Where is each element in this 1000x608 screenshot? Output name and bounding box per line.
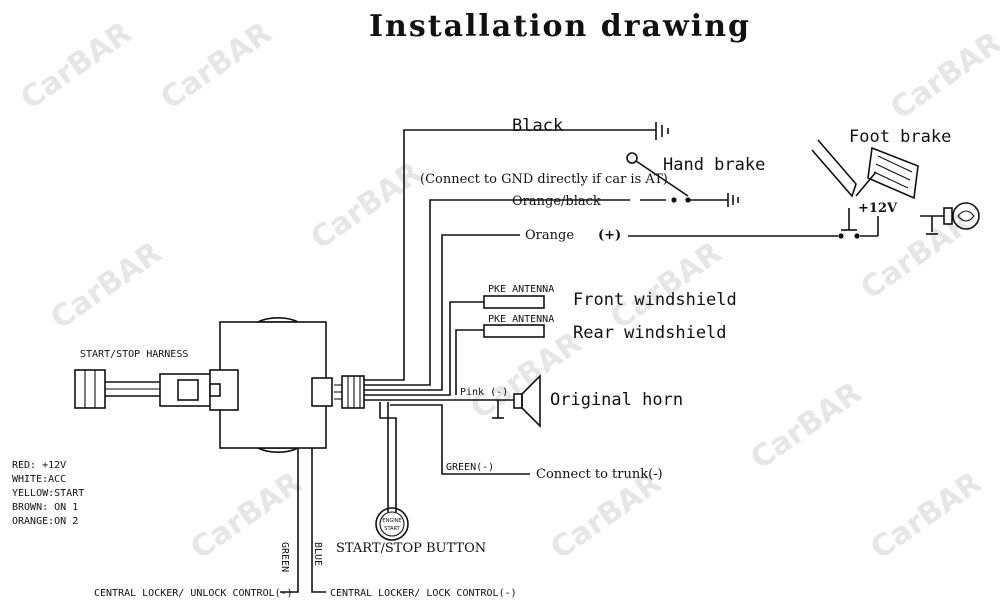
start-stop-button-label: START/STOP BUTTON <box>336 541 486 556</box>
orange-wire <box>364 234 520 391</box>
watermark: CarBAR <box>855 205 978 306</box>
hand-brake-label: Hand brake <box>663 155 765 175</box>
hand-brake-switch <box>626 152 739 207</box>
pke-label-rear: PKE ANTENNA <box>488 314 554 325</box>
foot-brake-label: Foot brake <box>849 127 951 147</box>
watermark: CarBAR <box>15 15 138 116</box>
button-top-text: ENGINE <box>382 518 401 524</box>
watermark: CarBAR <box>155 15 278 116</box>
horn-icon <box>492 374 541 428</box>
harness-label: START/STOP HARNESS <box>80 349 188 360</box>
watermark: CarBAR <box>745 375 868 476</box>
pink-label: Pink (-) <box>460 387 508 398</box>
blue-lock-wire <box>311 448 326 593</box>
foot-brake-pedal <box>811 139 919 200</box>
trunk-wire <box>390 404 530 475</box>
brake-switch <box>838 208 879 239</box>
green-lock-wire <box>280 448 299 593</box>
orange-black-wire <box>364 199 630 386</box>
blue-wire-label: BLUE <box>312 542 323 566</box>
watermark: CarBAR <box>305 155 428 256</box>
watermark: CarBAR <box>45 235 168 336</box>
legend-item: ORANGE:ON 2 <box>12 516 78 527</box>
gnd-note: (Connect to GND directly if car is AT) <box>420 172 668 187</box>
front-pke-antenna: PKE ANTENNA <box>364 284 554 396</box>
legend-item: WHITE:ACC <box>12 474 66 485</box>
pke-label-front: PKE ANTENNA <box>488 284 554 295</box>
plus12-label: +12V <box>858 201 898 216</box>
unlock-control-label: CENTRAL LOCKER/ UNLOCK CONTROL(-) <box>94 588 293 599</box>
front-windshield-label: Front windshield <box>573 290 737 310</box>
orange-label: Orange <box>525 228 574 243</box>
trunk-label: Connect to trunk(-) <box>536 467 663 482</box>
black-wire <box>364 129 656 381</box>
rear-pke-antenna: PKE ANTENNA <box>455 314 554 395</box>
green-wire-label: GREEN <box>279 542 290 572</box>
lock-control-label: CENTRAL LOCKER/ LOCK CONTROL(-) <box>330 588 517 599</box>
page-title: Installation drawing <box>369 9 751 44</box>
legend-item: RED: +12V <box>12 460 66 471</box>
legend-item: YELLOW:START <box>12 488 84 499</box>
wire-color-legend: RED: +12V WHITE:ACC YELLOW:START BROWN: … <box>12 460 84 527</box>
horn-label: Original horn <box>550 390 683 410</box>
engine-start-button: ENGINE START <box>375 507 409 541</box>
button-bottom-text: START <box>384 526 400 532</box>
brake-lamp-icon <box>920 202 980 235</box>
watermark: CarBAR <box>605 235 728 336</box>
ground-symbol <box>655 122 669 140</box>
start-stop-harness: START/STOP HARNESS <box>74 349 239 411</box>
watermark: CarBAR <box>865 465 988 566</box>
orange-black-label: Orange/black <box>512 194 601 209</box>
green-trunk-label: GREEN(-) <box>446 462 494 473</box>
watermark: CarBAR <box>885 25 1000 126</box>
wire-connector <box>334 375 365 409</box>
rear-windshield-label: Rear windshield <box>573 323 727 343</box>
control-module <box>219 317 333 453</box>
orange-plus-label: (+) <box>598 228 621 243</box>
black-label: Black <box>512 116 563 136</box>
legend-item: BROWN: ON 1 <box>12 502 78 513</box>
